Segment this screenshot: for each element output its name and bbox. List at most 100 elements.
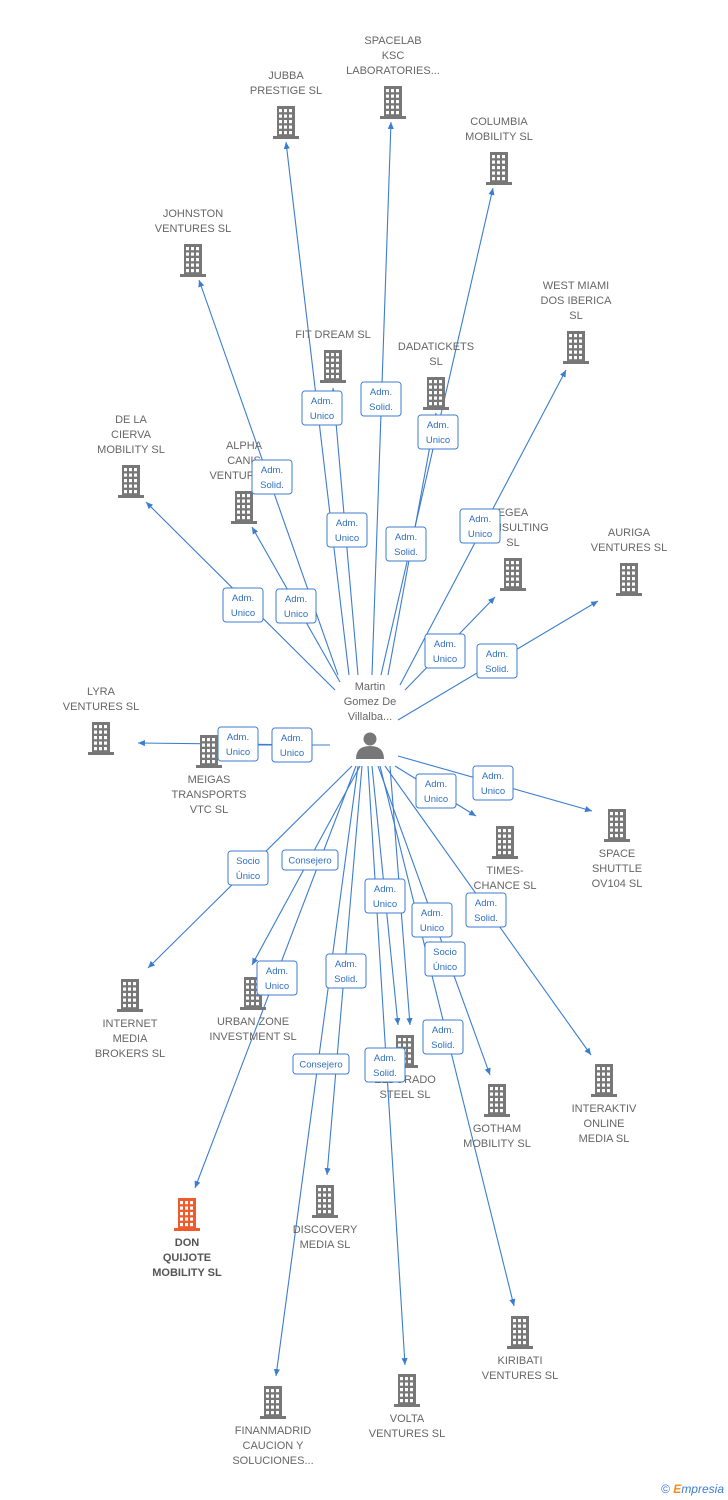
relation-label-delacierva[interactable]: Adm.Unico [222,587,264,623]
building-icon [484,1084,510,1117]
company-name-line: VENTURES SL [369,1428,445,1440]
company-name-line: JUBBA [268,70,304,82]
company-name-line: SPACE [599,848,635,860]
relation-label-spaceshuttle[interactable]: Adm.Unico [472,765,514,801]
company-name-line: MEDIA [113,1033,149,1045]
person-name-line: Villalba... [348,711,392,723]
relation-label-text: Adm. [370,387,392,398]
relation-label-lyra[interactable]: Adm.Unico [271,727,313,763]
company-name-line: DOS IBERICA [541,295,613,307]
relation-label-alphacanis[interactable]: Adm.Unico [275,588,317,624]
relation-label-text: Adm. [395,532,417,543]
company-name-line: CHANCE SL [474,880,537,892]
relation-label-text: Unico [420,923,444,934]
relation-label-text: Adm. [475,898,497,909]
company-name-line: ONLINE [584,1118,625,1130]
company-name-line: CAUCION Y [243,1440,305,1452]
relation-label-jubba[interactable]: Adm.Unico [301,390,343,426]
relation-label-text: Adm. [266,966,288,977]
company-name-line: FIT DREAM SL [295,329,371,341]
company-name-line: SL [569,310,582,322]
relation-label-auriga[interactable]: Adm.Solid. [476,643,518,679]
brand-logo[interactable]: Empresia [673,1482,724,1496]
relation-label-text: Solid. [334,974,358,985]
relation-label-interaktiv[interactable]: Adm.Solid. [465,892,507,928]
relation-label-johnston[interactable]: Adm.Solid. [251,459,293,495]
relation-label-text: Adm. [261,465,283,476]
building-icon [563,331,589,364]
relation-label-box [364,1047,406,1083]
building-icon [118,465,144,498]
relation-label-egea[interactable]: Adm.Unico [424,633,466,669]
company-name-line: URBAN ZONE [217,1016,289,1028]
building-icon [492,826,518,859]
building-icon [320,350,346,383]
relation-label-kiribati[interactable]: Adm.Solid. [422,1019,464,1055]
relation-label-eldorado[interactable]: Adm.Unico [364,878,406,914]
company-name-line: VENTURES SL [63,701,139,713]
company-name-line: KSC [382,50,405,62]
relation-label-timeschance[interactable]: Adm.Unico [415,773,457,809]
company-name-line: SHUTTLE [592,863,642,875]
relation-label-finanmadrid[interactable]: Consejero [292,1053,350,1075]
company-name-line: MEDIA SL [300,1239,351,1251]
relation-label-box [476,643,518,679]
relation-label-box [227,850,269,886]
building-icon [231,491,257,524]
relation-label-text: Único [236,871,260,882]
company-node-spacelab[interactable]: SPACELABKSCLABORATORIES... [346,35,440,119]
relation-label-discovery[interactable]: Adm.Solid. [325,953,367,989]
company-name-line: SOLUCIONES... [232,1455,313,1467]
relation-label-donquijote[interactable]: Adm.Unico [256,960,298,996]
company-node-fitdream[interactable]: FIT DREAM SL [295,329,371,383]
relation-label-text: Socio [433,947,457,958]
company-node-volta[interactable]: VOLTA VENTURES SL [369,1374,445,1440]
relation-label-meigas[interactable]: Adm.Unico [217,726,259,762]
relation-label-box [217,726,259,762]
company-name-line: VOLTA [390,1413,425,1425]
relation-label-gotham[interactable]: Adm.Unico [411,902,453,938]
relation-label-text: Adm. [311,396,333,407]
person-name-line: Gomez De [344,696,397,708]
relation-label-text: Unico [468,529,492,540]
relation-label-columbia[interactable]: Adm. Unico [417,414,459,450]
company-node-timeschance[interactable]: TIMES-CHANCE SL [474,826,537,892]
building-icon [423,377,449,410]
relation-label-text: Adm. [427,420,449,431]
relation-label-urbanzone[interactable]: Consejero [281,849,339,871]
relation-label-text: Unico [280,748,304,759]
relation-label-box [415,773,457,809]
relation-label-dadatickets[interactable]: Adm.Solid. [385,526,427,562]
relation-label-text: Adm. [469,514,491,525]
relation-label-text: Adm. [232,593,254,604]
relation-label-text: Unico [426,435,450,446]
relation-label-volta[interactable]: Adm.Solid. [364,1047,406,1083]
relation-label-spacelab[interactable]: Adm.Solid. [360,381,402,417]
building-icon [591,1064,617,1097]
relation-label-westmiami[interactable]: Adm. Unico [459,508,501,544]
relation-label-text: Adm. [285,594,307,605]
relation-label-fitdream[interactable]: Adm.Unico [326,512,368,548]
